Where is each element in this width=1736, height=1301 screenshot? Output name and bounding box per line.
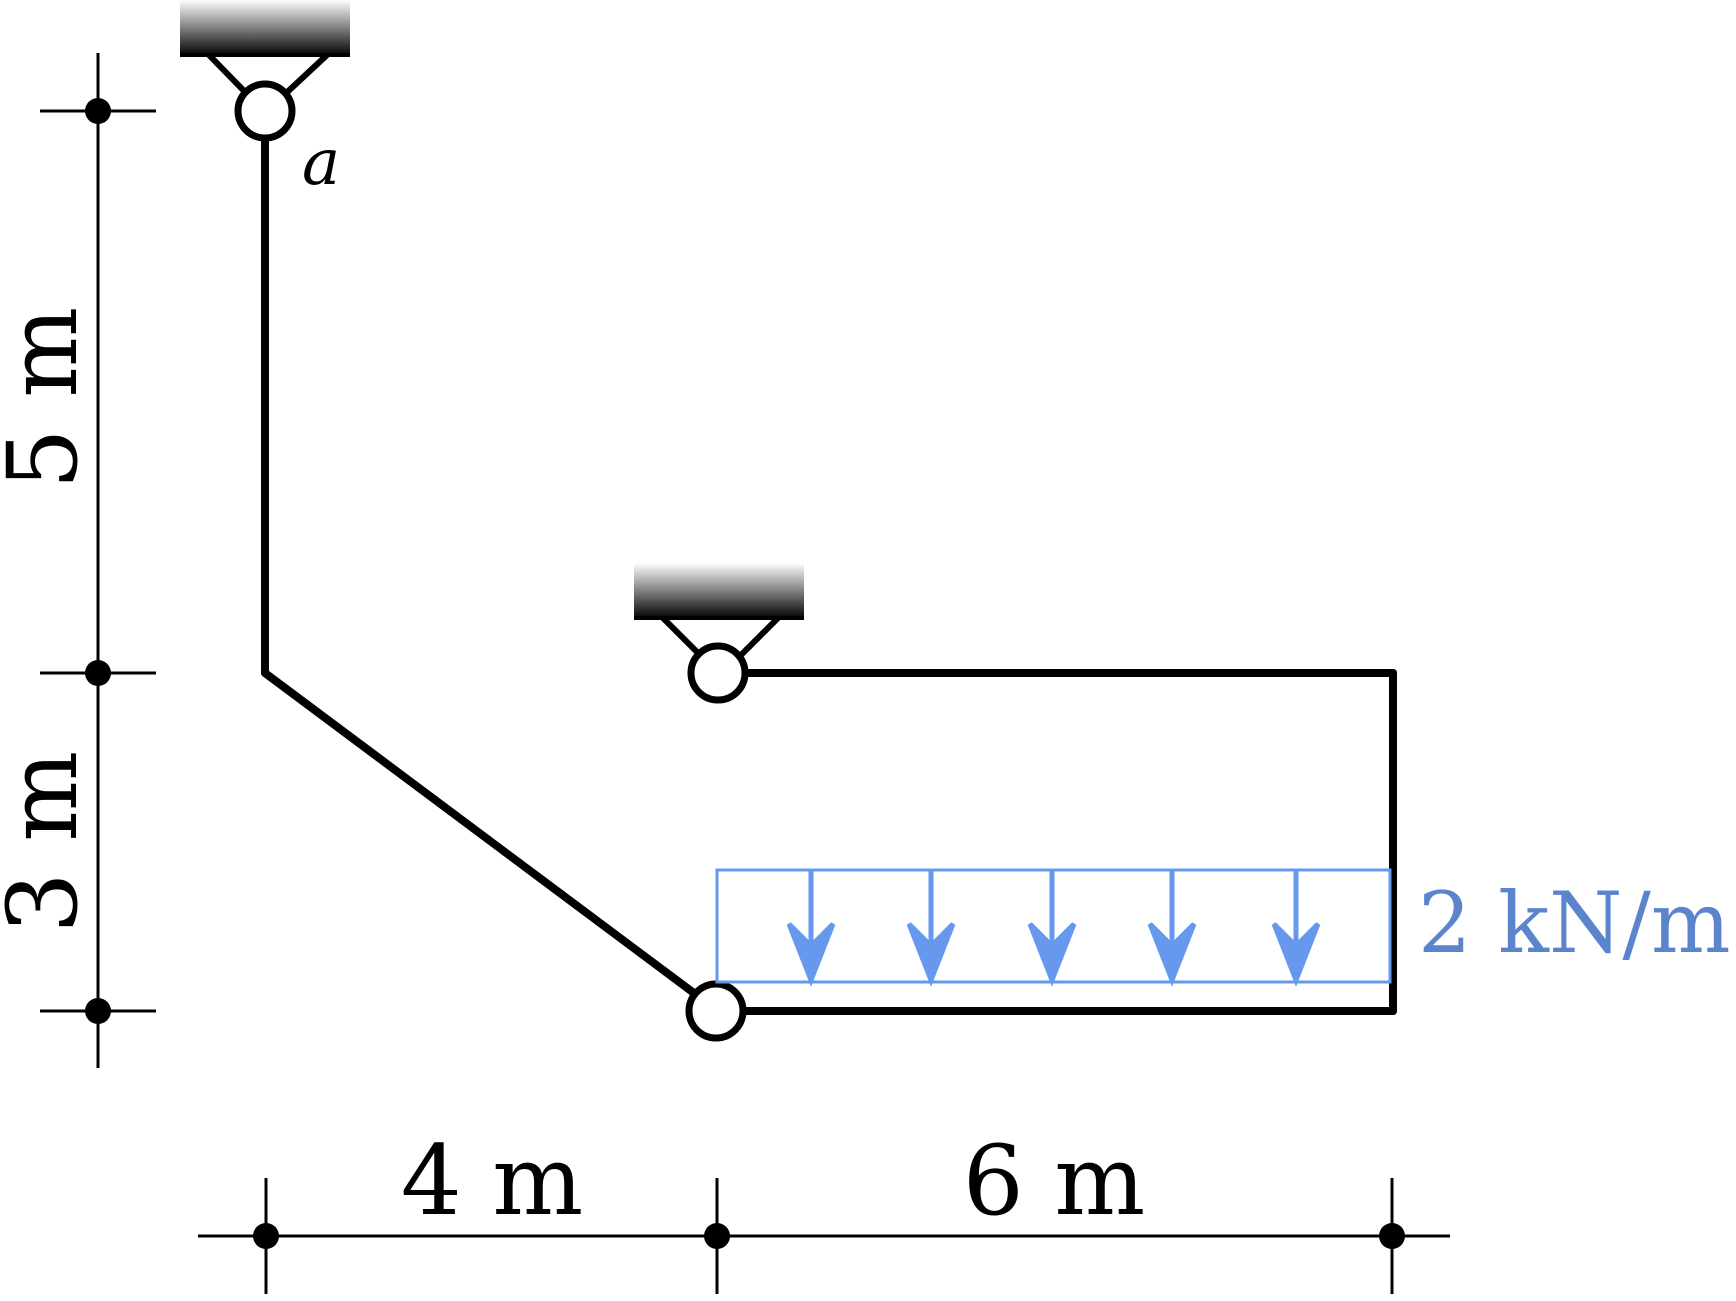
node-label-a: a [302,126,340,200]
pin-support-top [180,0,350,99]
dimension-label-6m: 6 m [963,1125,1146,1237]
hinges [234,80,749,1042]
hinge-middle [687,642,749,704]
hinge-a [234,80,296,142]
dimension-label-3m: 3 m [0,751,99,934]
pin-support-middle [634,563,804,662]
distributed-load: 2 kN/m [715,868,1731,987]
inclined-member [261,669,722,1015]
frame-members [261,137,1397,1015]
load-label: 2 kN/m [1418,874,1731,972]
load-arrows [786,870,1321,987]
horizontal-dimension [198,1178,1450,1294]
vertical-dimension [40,53,156,1068]
dimension-label-4m: 4 m [401,1125,584,1237]
dimension-label-5m: 5 m [0,307,99,490]
hinge-bottom [685,980,747,1042]
